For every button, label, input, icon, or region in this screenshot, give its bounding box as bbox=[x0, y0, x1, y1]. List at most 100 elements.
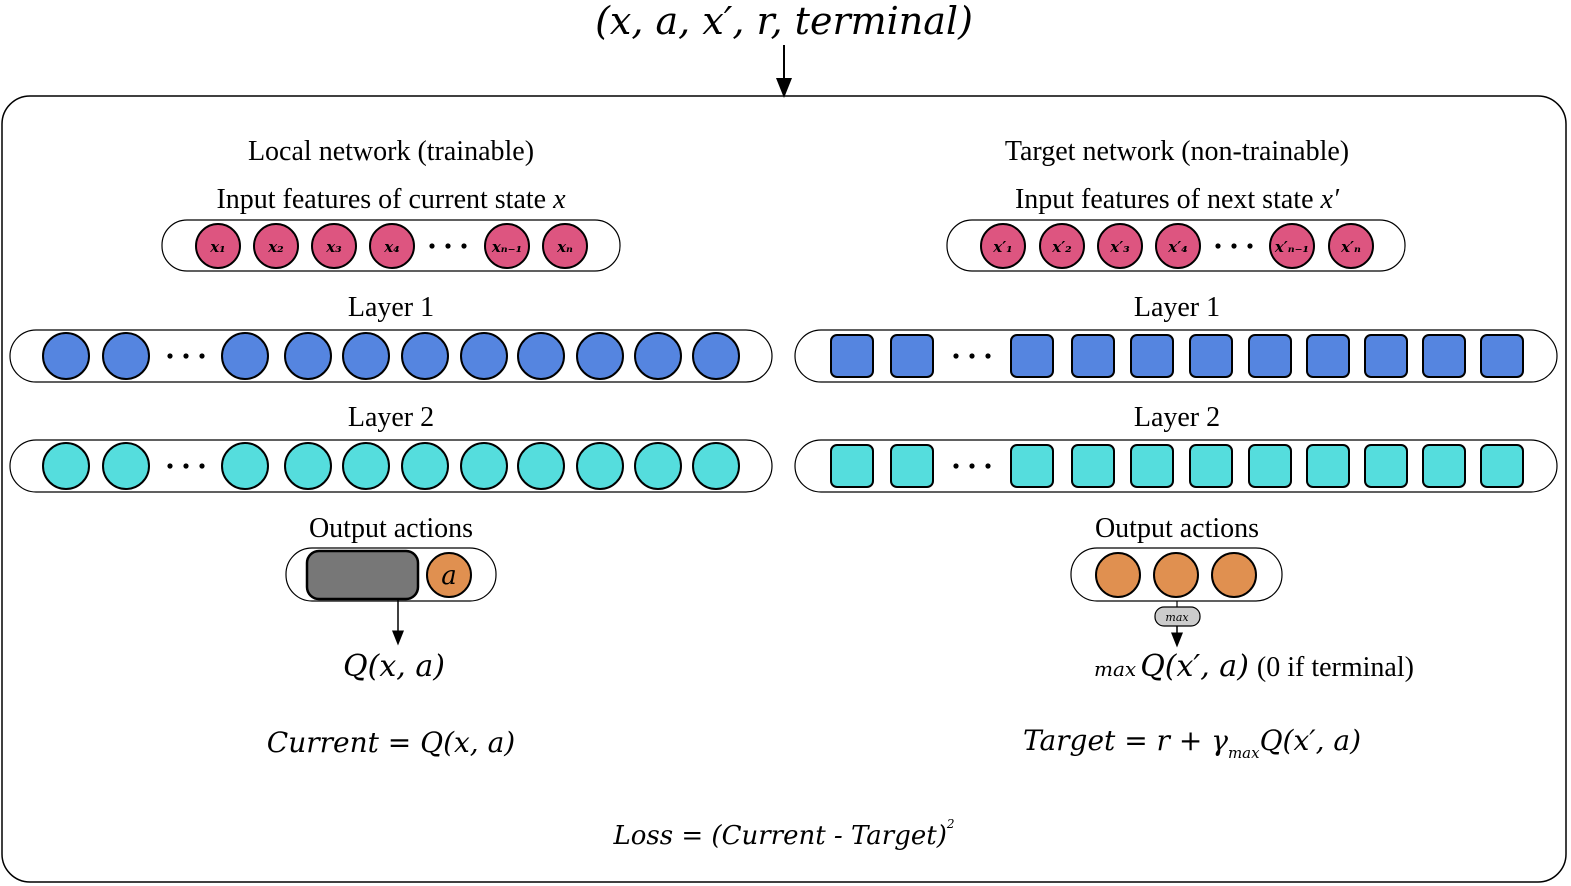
neuron-node bbox=[1480, 444, 1524, 488]
action-node bbox=[1095, 552, 1141, 598]
neuron-node bbox=[401, 332, 449, 380]
input-node bbox=[1039, 223, 1085, 269]
neuron-node bbox=[692, 442, 740, 490]
local-input-label: Input features of current state x bbox=[216, 184, 566, 215]
target-layer1-label: Layer 1 bbox=[1134, 292, 1220, 323]
ellipsis-dot bbox=[985, 463, 991, 469]
ellipsis-dot bbox=[953, 463, 959, 469]
q-value-local: Q(x, a) bbox=[343, 649, 445, 684]
ellipsis-dot bbox=[183, 463, 189, 469]
ellipsis-dot bbox=[1247, 243, 1253, 249]
target-input-label: Input features of next state x′ bbox=[1015, 184, 1340, 215]
ellipsis-dot bbox=[985, 353, 991, 359]
max-operator-label: max bbox=[1165, 611, 1189, 624]
neuron-node bbox=[1364, 334, 1408, 378]
ellipsis-dot bbox=[167, 353, 173, 359]
target-output-label: Output actions bbox=[1095, 513, 1259, 544]
neuron-node bbox=[576, 332, 624, 380]
neuron-node bbox=[1422, 334, 1466, 378]
input-node-label: x₃ bbox=[325, 238, 342, 256]
input-node bbox=[1155, 223, 1201, 269]
local-layer-2 bbox=[9, 439, 773, 493]
target-layer-2 bbox=[794, 439, 1558, 493]
local-layer-1 bbox=[9, 329, 773, 383]
neuron-node bbox=[221, 332, 269, 380]
input-node-label: x′₃ bbox=[1109, 238, 1130, 256]
neuron-node bbox=[830, 334, 874, 378]
neuron-node bbox=[1130, 444, 1174, 488]
neuron-node bbox=[284, 332, 332, 380]
neuron-node bbox=[1248, 444, 1292, 488]
ellipsis-dot bbox=[199, 353, 205, 359]
loss-equation: Loss = (Current - Target)2 bbox=[613, 817, 955, 851]
input-node bbox=[311, 223, 357, 269]
neuron-node bbox=[1364, 444, 1408, 488]
ellipsis-dot bbox=[199, 463, 205, 469]
current-equation: Current = Q(x, a) bbox=[267, 726, 515, 759]
neuron-node bbox=[692, 332, 740, 380]
input-node bbox=[253, 223, 299, 269]
neuron-node bbox=[1010, 334, 1054, 378]
neuron-node bbox=[342, 442, 390, 490]
local-network-title: Local network (trainable) bbox=[248, 136, 534, 167]
input-node bbox=[980, 223, 1026, 269]
transition-tuple: (x, a, x′, r, terminal) bbox=[595, 0, 973, 43]
action-label: a bbox=[441, 561, 457, 591]
local-output-label: Output actions bbox=[309, 513, 473, 544]
input-node bbox=[195, 223, 241, 269]
ellipsis-dot bbox=[167, 463, 173, 469]
neuron-node bbox=[401, 442, 449, 490]
ellipsis-dot bbox=[183, 353, 189, 359]
action-node bbox=[1211, 552, 1257, 598]
neuron-node bbox=[342, 332, 390, 380]
action-node bbox=[426, 552, 472, 598]
neuron-node bbox=[517, 442, 565, 490]
neuron-node bbox=[830, 444, 874, 488]
target-layer2-label: Layer 2 bbox=[1134, 402, 1220, 433]
input-node bbox=[1328, 223, 1374, 269]
input-node-label: x′ₙ bbox=[1340, 238, 1361, 256]
neuron-node bbox=[634, 442, 682, 490]
neuron-node bbox=[1071, 334, 1115, 378]
ellipsis-dot bbox=[969, 463, 975, 469]
input-node bbox=[542, 223, 588, 269]
neuron-node bbox=[890, 444, 934, 488]
target-network-title: Target network (non-trainable) bbox=[1005, 136, 1349, 167]
neuron-node bbox=[1306, 334, 1350, 378]
input-node-label: x′ₙ₋₁ bbox=[1274, 238, 1309, 256]
neuron-node bbox=[1422, 444, 1466, 488]
input-node-label: x₁ bbox=[209, 238, 226, 256]
neuron-node bbox=[1248, 334, 1292, 378]
neuron-node bbox=[1189, 334, 1233, 378]
neuron-node bbox=[102, 332, 150, 380]
neuron-node bbox=[1480, 334, 1524, 378]
neuron-node bbox=[460, 442, 508, 490]
neuron-node bbox=[890, 334, 934, 378]
neuron-node bbox=[634, 332, 682, 380]
target-layer-1 bbox=[794, 329, 1558, 383]
input-node bbox=[369, 223, 415, 269]
input-node-label: xₙ bbox=[556, 238, 573, 256]
local-layer1-label: Layer 1 bbox=[348, 292, 434, 323]
target-equation: Target = r + γmaxQ(x′, a) bbox=[1023, 724, 1361, 762]
ellipsis-dot bbox=[461, 243, 467, 249]
ellipsis-dot bbox=[953, 353, 959, 359]
input-node-label: x′₄ bbox=[1167, 238, 1187, 256]
neuron-node bbox=[1306, 444, 1350, 488]
neuron-node bbox=[517, 332, 565, 380]
ellipsis-dot bbox=[1231, 243, 1237, 249]
neuron-node bbox=[102, 442, 150, 490]
ellipsis-dot bbox=[429, 243, 435, 249]
local-layer2-label: Layer 2 bbox=[348, 402, 434, 433]
input-node-label: x′₁ bbox=[992, 238, 1012, 256]
ellipsis-dot bbox=[1215, 243, 1221, 249]
action-node bbox=[1153, 552, 1199, 598]
neuron-node bbox=[221, 442, 269, 490]
neuron-node bbox=[1071, 444, 1115, 488]
input-node bbox=[1269, 223, 1315, 269]
neuron-node bbox=[1130, 334, 1174, 378]
